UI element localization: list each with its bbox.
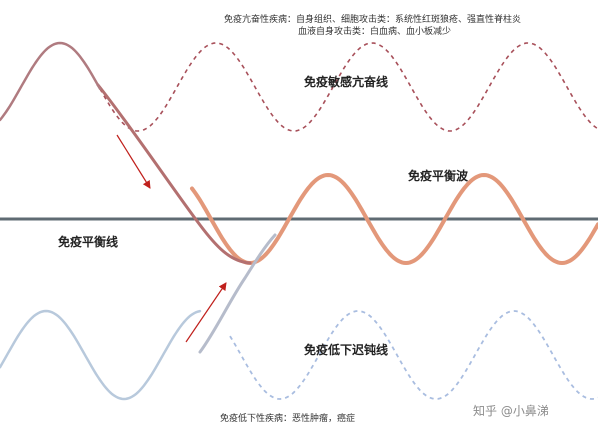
balance-wave-label: 免疫平衡波 bbox=[408, 169, 469, 183]
ascending-transition-curve bbox=[198, 233, 277, 354]
balance-wave-curve bbox=[190, 172, 598, 266]
hypo-line-label: 免疫低下迟钝线 bbox=[304, 343, 389, 357]
up-arrow bbox=[185, 282, 227, 343]
hyper-disease-note-line2: 血液自身攻击类：白血病、血小板减少 bbox=[298, 27, 452, 37]
hyper-disease-note-line1: 免疫亢奋性疾病：自身组织、细胞攻击类：系统性红斑狼疮、强直性脊柱炎 bbox=[224, 15, 522, 25]
hyper-solid-curve bbox=[0, 41, 102, 122]
hypo-solid-curve bbox=[0, 309, 202, 401]
descending-transition-curve bbox=[96, 83, 252, 265]
hypo-disease-note: 免疫低下性疾病：恶性肿瘤，癌症 bbox=[220, 414, 356, 424]
hypo-dashed-curve bbox=[229, 310, 598, 400]
watermark: 知乎 @小鼻涕 bbox=[473, 404, 549, 418]
balance-line-label: 免疫平衡线 bbox=[58, 235, 119, 249]
hyper-dashed-curve bbox=[99, 42, 598, 132]
hyper-line-label: 免疫敏感亢奋线 bbox=[304, 75, 389, 89]
down-arrow bbox=[116, 134, 151, 189]
